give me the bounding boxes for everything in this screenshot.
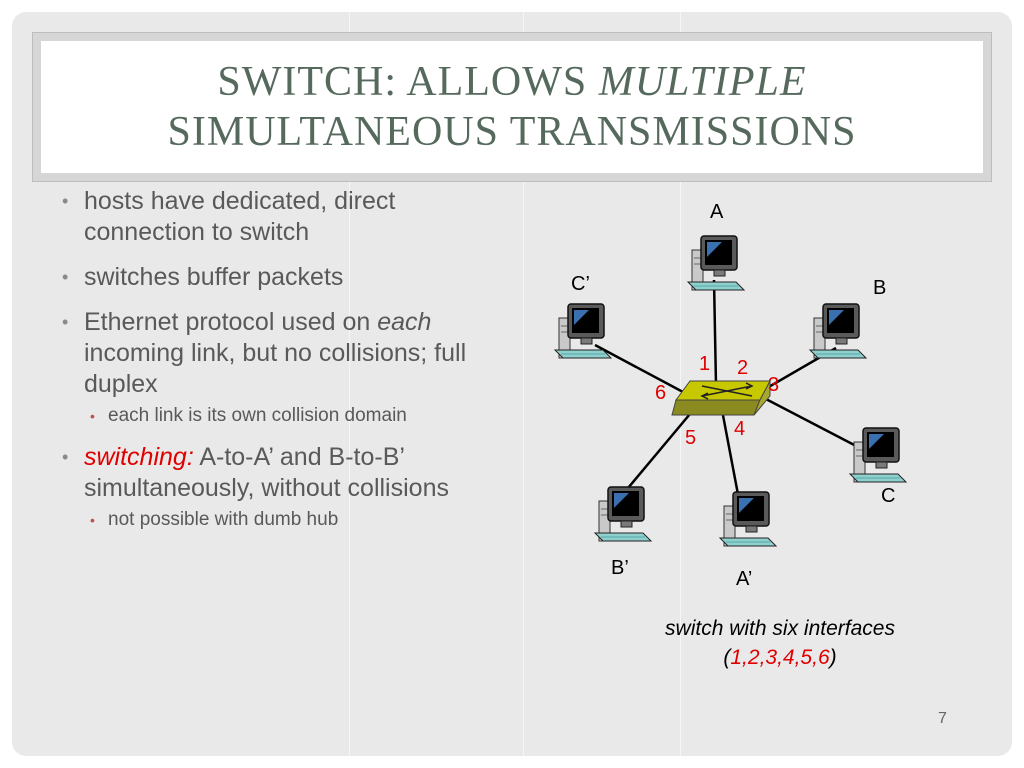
bullet-switching-post: A-to-A’ and B-to-B’ simultaneously, with…: [84, 443, 449, 502]
interface-label-3: 3: [768, 374, 779, 396]
host-label-c: C: [881, 485, 895, 507]
caption-line-2: (1,2,3,4,5,6): [580, 643, 980, 672]
interface-label-2: 2: [737, 357, 748, 379]
link-a: [712, 279, 718, 386]
bullet-buffer: switches buffer packets: [58, 262, 498, 293]
interface-label-4: 4: [734, 418, 745, 440]
host-a-prime-icon: [719, 491, 777, 547]
host-label-c-prime: C’: [571, 273, 590, 295]
link-b-prime: [617, 407, 696, 501]
sub-bullet-list: each link is its own collision domain: [84, 404, 498, 428]
host-label-a-prime: A’: [736, 568, 752, 590]
background-line: [680, 12, 681, 756]
host-label-b-prime: B’: [611, 557, 629, 579]
host-a-icon: [687, 235, 745, 291]
host-c-prime-icon: [554, 303, 612, 359]
bullet-ethernet-em: each: [377, 308, 432, 336]
diagram-caption: switch with six interfaces (1,2,3,4,5,6): [580, 614, 980, 672]
link-a-prime: [720, 409, 742, 506]
caption-open-paren: (: [723, 646, 731, 669]
interface-label-6: 6: [655, 382, 666, 404]
title-frame: SWITCH: ALLOWS MULTIPLE SIMULTANEOUS TRA…: [32, 32, 992, 182]
bullet-hosts: hosts have dedicated, direct connection …: [58, 186, 498, 248]
title-emphasis: MULTIPLE: [598, 59, 807, 105]
bullet-ethernet-pre: Ethernet protocol used on: [84, 308, 378, 336]
title-prefix: SWITCH: ALLOWS: [217, 59, 599, 105]
bullet-ethernet-post: incoming link, but no collisions; full d…: [84, 339, 467, 398]
host-label-a: A: [710, 201, 724, 223]
caption-line-1: switch with six interfaces: [665, 617, 895, 640]
link-c-prime: [594, 343, 684, 394]
caption-close-paren: ): [829, 646, 837, 669]
title-box: SWITCH: ALLOWS MULTIPLE SIMULTANEOUS TRA…: [41, 41, 983, 173]
slide: SWITCH: ALLOWS MULTIPLE SIMULTANEOUS TRA…: [12, 12, 1012, 756]
host-b-icon: [809, 303, 867, 359]
host-b-prime-icon: [594, 486, 652, 542]
bullet-switching: switching: A-to-A’ and B-to-B’ simultane…: [58, 442, 498, 532]
page-number: 7: [938, 710, 947, 727]
switch: [671, 380, 771, 416]
link-lines: [594, 279, 861, 506]
bullet-switching-label: switching:: [84, 443, 194, 471]
caption-interface-list: 1,2,3,4,5,6: [730, 646, 830, 669]
interface-label-5: 5: [685, 427, 696, 449]
host-c-icon: [849, 427, 907, 483]
sub-bullet-collision-domain: each link is its own collision domain: [84, 404, 498, 428]
background-line: [523, 12, 524, 756]
title-line-1: SWITCH: ALLOWS MULTIPLE: [217, 57, 806, 107]
sub-bullet-list: not possible with dumb hub: [84, 508, 498, 532]
interface-label-1: 1: [699, 353, 710, 375]
host-label-b: B: [873, 277, 886, 299]
bullet-list: hosts have dedicated, direct connection …: [58, 186, 498, 546]
title-line-2: SIMULTANEOUS TRANSMISSIONS: [167, 109, 857, 155]
link-c: [761, 395, 861, 450]
bullet-ethernet: Ethernet protocol used on each incoming …: [58, 307, 498, 428]
sub-bullet-dumb-hub: not possible with dumb hub: [84, 508, 498, 532]
